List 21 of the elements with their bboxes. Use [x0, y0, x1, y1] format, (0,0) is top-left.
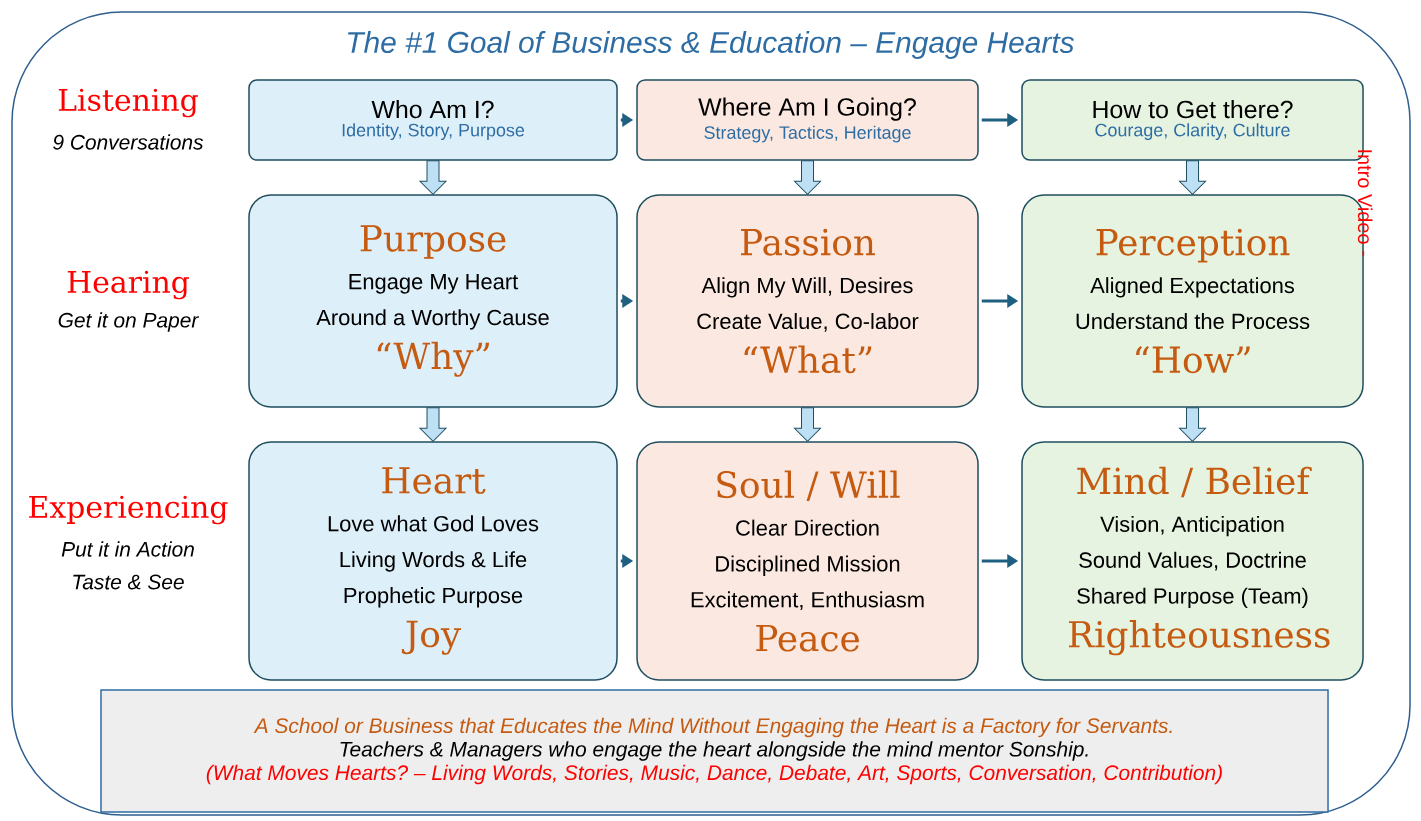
- stage-box: Mind / Belief Vision, Anticipation Sound Values, Doctrine Shared Purpose (Team) Righteousness: [1021, 441, 1364, 681]
- block-arrow: [794, 407, 821, 442]
- stage-caption: Taste & See: [73, 574, 184, 590]
- stage-label: Listening: [58, 88, 198, 118]
- stage-box: Soul / Will Clear Direction Disciplined Mission Excitement, Enthusiasm Peace: [636, 441, 979, 681]
- note-box: A School or Business that Educates the Mind Without Engaging the Heart is a Factory for Servants. Teachers & Managers who engage the heart alongside the mind mentor Sonship. (What Moves Hearts? – Living Words, Stories, Music, Dance, Debate, Art, Sports, Conversation, Contribution): [100, 689, 1329, 813]
- title: The #1 Goal of Business & Education – Engage Hearts: [348, 31, 1074, 59]
- block-arrow: [1179, 160, 1206, 195]
- stage-box: Purpose Engage My Heart Around a Worthy Cause “Why”: [248, 194, 618, 408]
- stage-box: Heart Love what God Loves Living Words & Life Prophetic Purpose Joy: [248, 441, 618, 681]
- stage-caption: Get it on Paper: [58, 312, 200, 332]
- block-arrow: [419, 407, 447, 442]
- stage-box: Passion Align My Will, Desires Create Value, Co-labor “What”: [636, 194, 979, 408]
- block-arrow: [1179, 407, 1206, 442]
- question-box: Who Am I? Identity, Story, Purpose: [248, 79, 618, 161]
- question-box: Where Am I Going? Strategy, Tactics, Heritage: [636, 79, 979, 161]
- block-arrow: [419, 160, 447, 195]
- stage-caption: Put it in Action: [61, 541, 194, 557]
- block-arrow: [794, 160, 821, 195]
- stage-caption: 9 Conversations: [53, 134, 204, 150]
- stage-label: Hearing: [67, 270, 190, 300]
